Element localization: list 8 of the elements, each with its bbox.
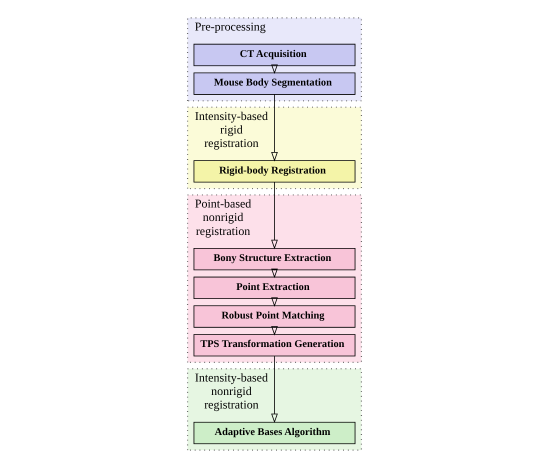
arrow [270, 94, 278, 162]
node-box: Rigid-body Registration [193, 160, 355, 183]
arrow [270, 297, 278, 307]
node-box: TPS Transformation Generation [193, 334, 355, 356]
arrow [270, 356, 278, 424]
arrow [270, 182, 278, 250]
node-box: Adaptive Bases Algorithm [193, 422, 355, 444]
node-box: Mouse Body Segmentation [193, 72, 355, 95]
